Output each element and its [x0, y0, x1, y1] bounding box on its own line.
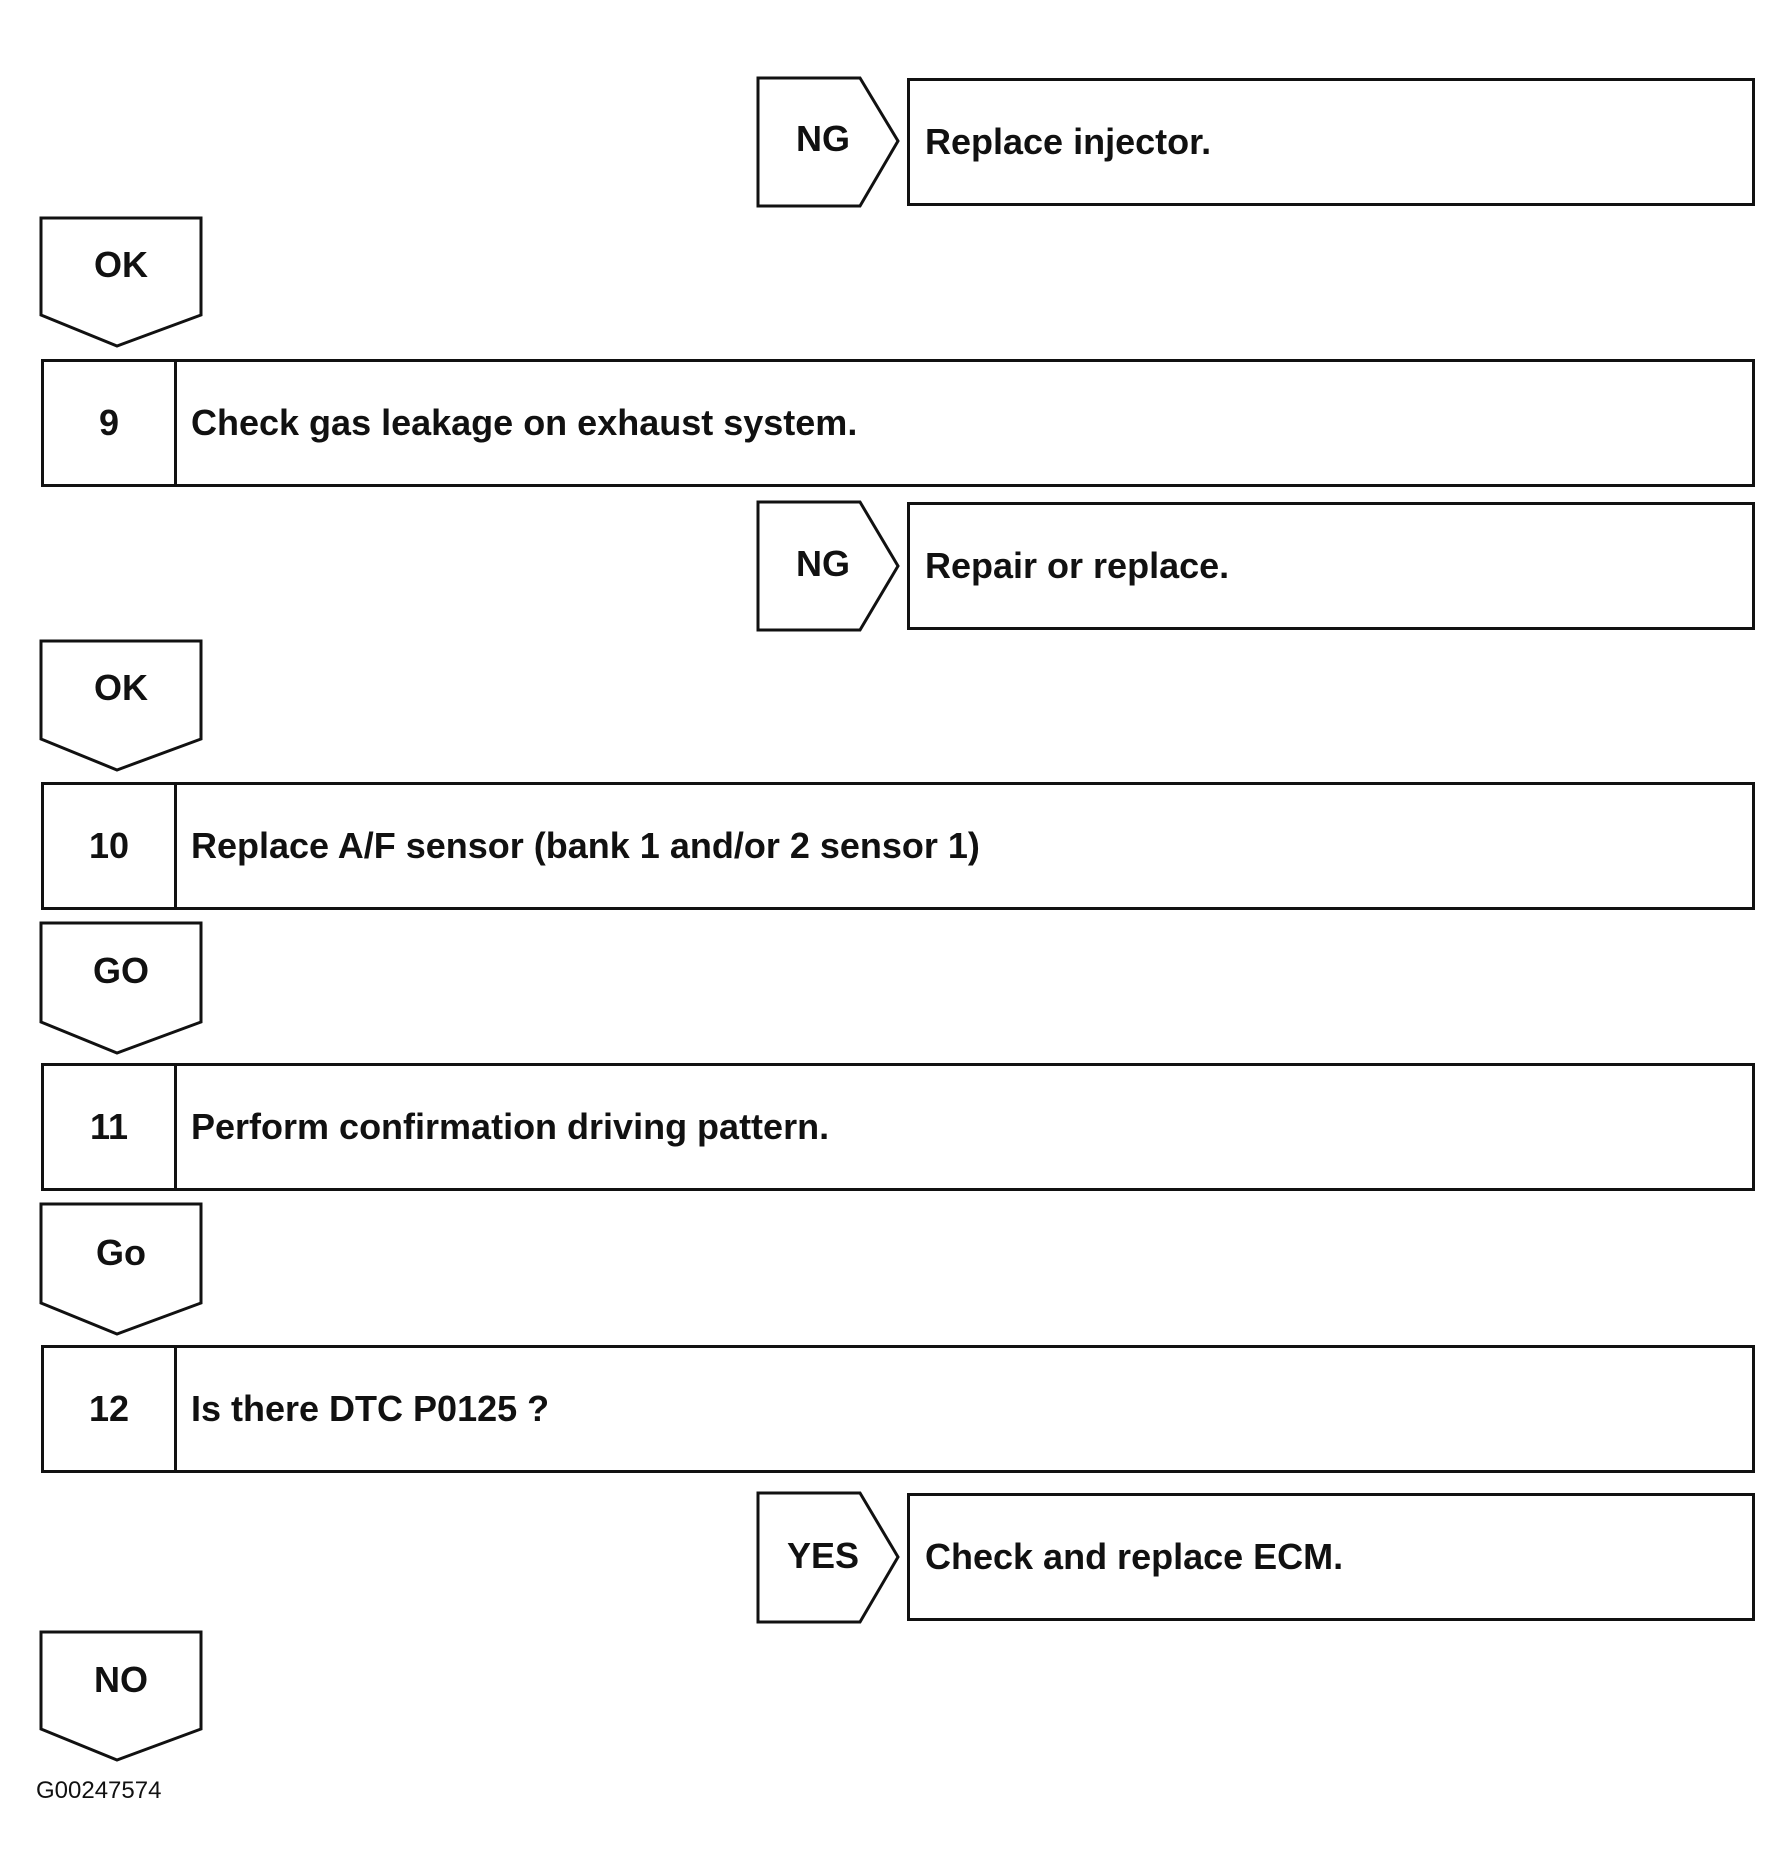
- step-9-box: 9 Check gas leakage on exhaust system.: [41, 359, 1755, 487]
- step-number: 9: [44, 362, 177, 484]
- no-label-1: NO: [94, 1659, 148, 1700]
- result-check-replace-ecm: Check and replace ECM.: [907, 1493, 1755, 1621]
- ng-arrow-1: [756, 76, 900, 208]
- step-number: 11: [44, 1066, 177, 1188]
- step-text: Perform confirmation driving pattern.: [191, 1106, 830, 1147]
- figure-code: G00247574: [36, 1777, 162, 1804]
- no-arrow-1: [39, 1630, 203, 1762]
- ok-label-2: OK: [94, 667, 148, 708]
- step-number: 10: [44, 785, 177, 907]
- go-arrow-1: [39, 921, 203, 1055]
- ng-label-1: NG: [796, 118, 850, 159]
- yes-label-1: YES: [786, 1535, 860, 1576]
- ng-arrow-2: [756, 500, 900, 632]
- yes-arrow-1: [756, 1491, 900, 1624]
- go-label-2: Go: [96, 1232, 146, 1273]
- ok-label-1: OK: [94, 244, 148, 285]
- ok-arrow-2: [39, 639, 203, 772]
- step-number: 12: [44, 1348, 177, 1470]
- step-12-box: 12 Is there DTC P0125 ?: [41, 1345, 1755, 1473]
- result-replace-injector: Replace injector.: [907, 78, 1755, 206]
- step-10-box: 10 Replace A/F sensor (bank 1 and/or 2 s…: [41, 782, 1755, 910]
- ok-arrow-1: [39, 216, 203, 348]
- step-11-box: 11 Perform confirmation driving pattern.: [41, 1063, 1755, 1191]
- step-text: Replace A/F sensor (bank 1 and/or 2 sens…: [191, 825, 980, 866]
- ng-label-2: NG: [796, 543, 850, 584]
- step-text: Check gas leakage on exhaust system.: [191, 402, 858, 443]
- go-label-1: GO: [92, 950, 149, 991]
- step-text: Is there DTC P0125 ?: [191, 1388, 550, 1429]
- result-repair-or-replace: Repair or replace.: [907, 502, 1755, 630]
- go-arrow-2: [39, 1202, 203, 1336]
